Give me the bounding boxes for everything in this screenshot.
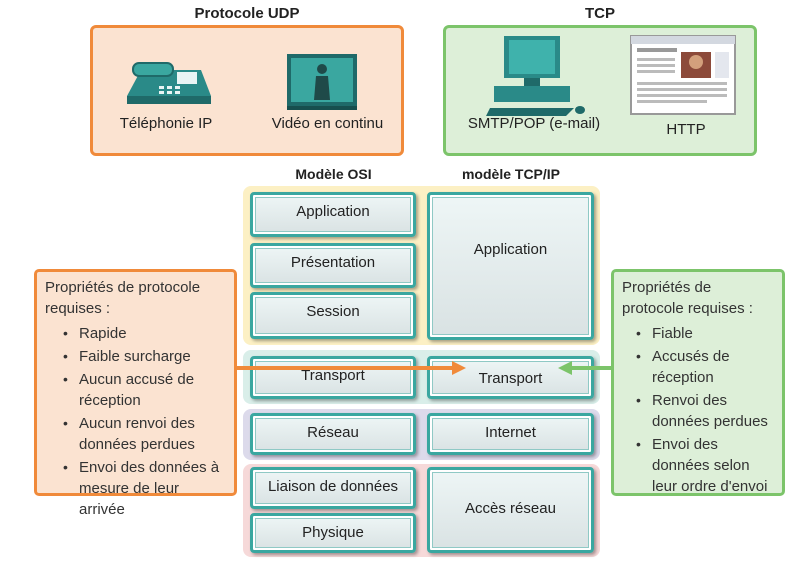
osi-layer-application: Application (250, 192, 416, 237)
tcp-panel: SMTP/POP (e-mail) HTTP (443, 25, 757, 156)
list-item: Rapide (63, 323, 226, 344)
tcp-properties-heading: Propriétés de protocole requises : (622, 279, 753, 317)
tcpip-layer-network-access: Accès réseau (427, 467, 594, 553)
tcp-section-title: TCP (585, 5, 615, 22)
tcp-item-http: HTTP (666, 121, 706, 138)
tcp-properties-list: Fiable Accusés de réception Renvoi des d… (622, 323, 774, 497)
osi-model-title: Modèle OSI (295, 166, 372, 182)
udp-properties-list: Rapide Faible surcharge Aucun accusé de … (45, 323, 226, 520)
tcp-properties-box: Propriétés de protocole requises : Fiabl… (611, 269, 785, 496)
osi-layer-data-link: Liaison de données (250, 467, 416, 509)
list-item: Aucun renvoi des données perdues (63, 413, 226, 455)
osi-layer-session: Session (250, 292, 416, 339)
video-screen-icon (287, 54, 357, 110)
list-item: Accusés de réception (636, 346, 774, 388)
udp-item-ip-telephony: Téléphonie IP (119, 115, 213, 132)
udp-properties-heading: Propriétés de protocole requises : (45, 279, 201, 317)
udp-item-video-streaming: Vidéo en continu (271, 115, 384, 132)
computer-icon (486, 36, 585, 116)
list-item: Faible surcharge (63, 346, 226, 367)
web-browser-icon (630, 35, 736, 115)
udp-panel: Téléphonie IP Vidéo en continu (90, 25, 404, 156)
osi-layer-transport: Transport (250, 356, 416, 399)
tcpip-layer-internet: Internet (427, 413, 594, 455)
osi-layer-network: Réseau (250, 413, 416, 455)
tcp-item-smtp-pop: SMTP/POP (e-mail) (467, 115, 601, 132)
tcpip-layer-application: Application (427, 192, 594, 340)
list-item: Fiable (636, 323, 774, 344)
osi-layer-physical: Physique (250, 513, 416, 553)
udp-properties-box: Propriétés de protocole requises : Rapid… (34, 269, 237, 518)
list-item: Envoi des données selon leur ordre d'env… (636, 434, 774, 497)
list-item: Aucun accusé de réception (63, 369, 226, 411)
osi-layer-presentation: Présentation (250, 243, 416, 288)
list-item: Renvoi des données perdues (636, 390, 774, 432)
udp-section-title: Protocole UDP (194, 5, 300, 22)
ip-phone-icon (127, 62, 211, 104)
tcp-arrow-icon (558, 361, 612, 375)
udp-arrow-icon (236, 361, 466, 375)
tcpip-model-title: modèle TCP/IP (461, 166, 561, 182)
list-item: Envoi des données à mesure de leur arriv… (63, 457, 226, 520)
